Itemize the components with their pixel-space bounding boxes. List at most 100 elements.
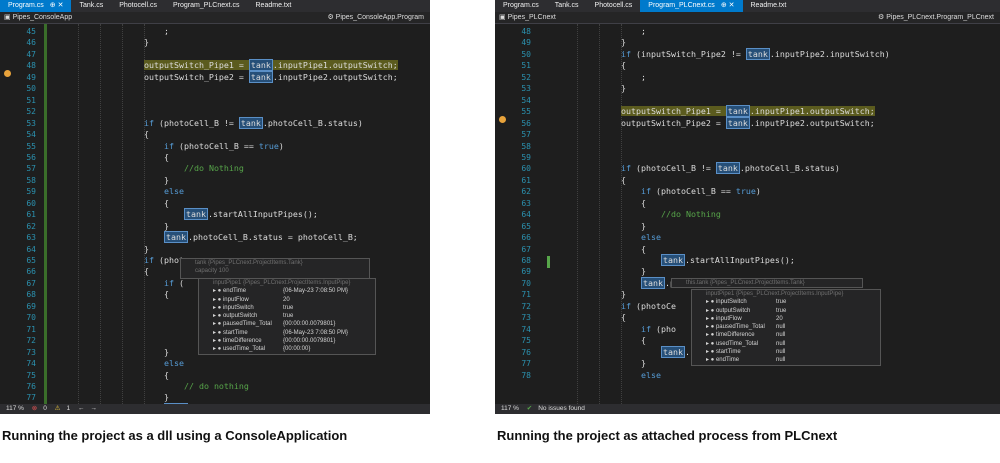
code-line[interactable]: { [144,129,149,140]
code-line[interactable]: if (pho [640,323,676,334]
code-line[interactable]: } [144,392,169,403]
code-line[interactable]: tank.startAllInputPipes(); [660,254,795,266]
code-line[interactable]: if (phot [144,255,184,265]
nav-back-icon[interactable]: ← [77,405,85,412]
code-line[interactable]: } [144,220,169,231]
code-line[interactable]: outputSwitch_Pipe2 = tank.inputPipe2.out… [144,70,398,83]
code-line[interactable]: // do nothing [183,380,249,391]
code-line[interactable]: } [144,37,149,48]
code-line[interactable]: else [163,186,184,197]
code-line[interactable]: else [163,358,184,369]
datatip-this-tank[interactable]: this.tank {Pipes_PLCnext.ProjectItems.Ta… [671,278,863,289]
datatip-row[interactable]: ▸ ● endTime{06-May-23 7:08:50 PM} [199,287,375,295]
code-line[interactable]: else [640,369,661,380]
type-dropdown[interactable]: ⚙ Pipes_ConsoleApp.Program [327,12,424,23]
tab-photocell-cs[interactable]: Photocell.cs [119,2,157,9]
code-line[interactable]: { [621,197,646,208]
project-dropdown[interactable]: ▣ Pipes_PLCnext [499,12,556,23]
tab-photocell-cs[interactable]: Photocell.cs [594,2,633,9]
datatip-field-name: ▸ ● usedTime_Total [213,346,266,353]
datatip-row[interactable]: ▸ ● startTime{06-May-23 7:08:50 PM} [199,329,375,337]
tab-tank-cs[interactable]: Tank.cs [79,2,104,9]
code-line[interactable]: ; [144,26,169,36]
zoom-level[interactable]: 117 % [6,405,24,412]
project-dropdown[interactable]: ▣ Pipes_ConsoleApp [4,12,72,23]
tab-tank-cs[interactable]: Tank.cs [554,2,579,9]
code-line[interactable]: { [144,289,169,300]
tab-readme-txt[interactable]: Readme.txt [750,2,787,9]
code-line[interactable]: } [621,266,646,277]
code-line[interactable]: } [144,346,169,357]
code-line[interactable]: { [144,197,169,208]
code-line[interactable]: if (photoCell_B != tank.photoCell_B.stat… [144,116,363,129]
code-line[interactable]: if (photoCell_B == true) [640,186,761,197]
code-line[interactable]: if ( [163,277,184,288]
code-line[interactable]: outputSwitch_Pipe2 = tank.inputPipe2.out… [621,116,875,129]
code-line[interactable]: tank. [660,345,690,358]
code-line[interactable]: outputSwitch_Pipe1 = tank.inputPipe1.out… [144,59,398,72]
tab-readme-txt[interactable]: Readme.txt [255,2,292,9]
datatip-tank[interactable]: tank {Pipes_PLCnext.ProjectItems.Tank} c… [180,258,370,279]
code-line[interactable]: } [144,174,169,185]
code-line[interactable]: if (photoCe [621,300,676,311]
datatip-row[interactable]: ▸ ● pausedTime_Total{00:00:00.0079801} [199,320,375,328]
nav-forward-icon[interactable]: → [90,405,97,412]
code-line[interactable]: } [621,358,646,369]
datatip-row[interactable]: ▸ ● timeDifference{00:00:00.0079801} [199,337,375,345]
code-line[interactable]: { [621,312,626,323]
tab-program-plcnext-cs[interactable]: Program_PLCnext.cs⊕ ✕ [640,0,743,12]
code-line[interactable]: { [621,243,646,254]
code-line[interactable]: } [621,289,626,300]
code-line[interactable]: } [621,220,646,231]
code-line[interactable]: if (inputSwitch_Pipe2 != tank.inputPipe2… [621,47,890,60]
error-count[interactable]: 0 [43,405,47,412]
code-line[interactable]: { [144,369,169,380]
code-line[interactable]: ; [621,26,646,36]
datatip-row[interactable]: ▸ ● usedTime_Total{00:00:00} [199,345,375,353]
line-number: 68 [26,290,36,300]
code-line[interactable]: { [144,266,149,277]
code-line[interactable]: tank.photoCell_B.status = photoCell_B; [163,231,358,244]
code-line[interactable]: } [621,83,626,94]
code-line[interactable]: { [621,174,626,185]
code-line[interactable]: ; [621,71,646,82]
code-line[interactable]: outputSwitch_Pipe1 = tank.inputPipe1.out… [621,105,875,118]
code-line[interactable]: //do Nothing [183,163,244,174]
close-icon[interactable]: ⊕ ✕ [720,2,735,9]
code-line[interactable]: { [621,335,646,346]
zoom-level[interactable]: 117 % [501,405,519,412]
code-line[interactable]: } [621,37,626,48]
code-line[interactable]: //do Nothing [660,209,721,220]
tab-program-cs[interactable]: Program.cs [503,2,539,9]
breakpoint-icon[interactable] [4,70,11,77]
datatip-inputpipe1[interactable]: inputPipe1 {Pipes_PLCnext.ProjectItems.I… [198,278,376,355]
datatip-inputpipe1[interactable]: inputPipe1 {Pipes_PLCnext.ProjectItems.I… [691,289,881,366]
code-line[interactable]: if (photoCell_B != tank.photoCell_B.stat… [621,162,840,175]
code-line[interactable]: else [640,232,661,243]
breakpoint-icon[interactable] [499,116,506,123]
code-line[interactable]: tank.startAllInputPipes(); [183,208,318,221]
issues-status[interactable]: No issues found [538,405,585,412]
type-dropdown[interactable]: ⚙ Pipes_PLCnext.Program_PLCnext [878,12,994,23]
warning-count[interactable]: 1 [66,405,71,412]
code-line[interactable]: } [144,243,149,254]
code-line[interactable]: { [621,60,626,71]
code-line[interactable]: { [144,151,169,162]
code-line[interactable]: if (photoCell_B == true) [163,140,284,151]
tab-program-cs[interactable]: Program.cs⊕ ✕ [0,0,72,12]
close-icon[interactable]: ⊕ ✕ [49,2,64,9]
tab-program-plcnext-cs[interactable]: Program_PLCnext.cs [172,2,240,9]
